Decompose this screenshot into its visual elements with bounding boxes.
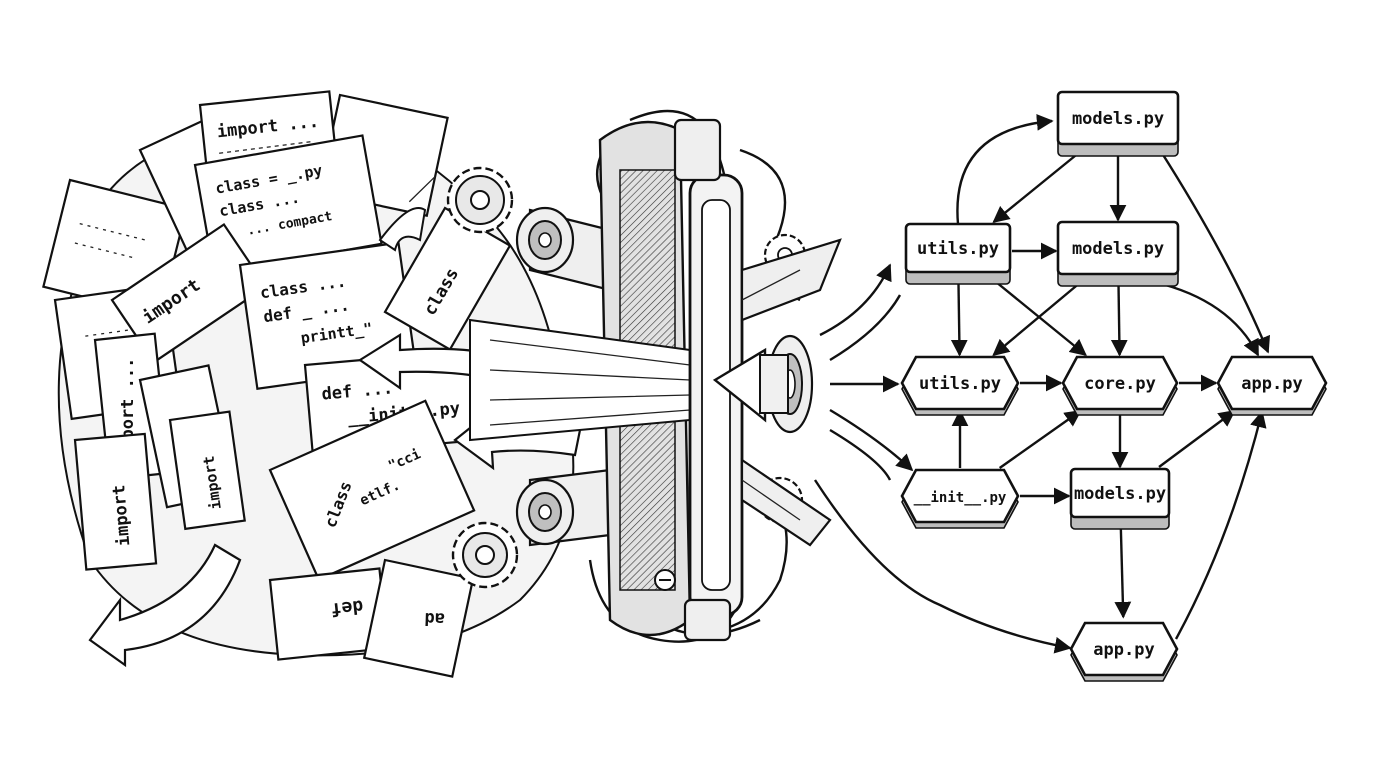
paper-snippet-19-text: def [330,595,365,619]
press-fin [740,457,832,547]
graph-node-label: core.py [1084,374,1156,394]
graph-node-label: models.py [1074,484,1166,504]
graph-node-init: __init__.py [900,468,1020,529]
graph-edge-utils_a-to-utils_b [950,279,968,357]
graph-node-utils-a: utils.py [904,222,1012,285]
curl-arrow [88,543,242,668]
dependency-graph-nodes: models.py utils.py models.py utils.py core.p… [900,90,1328,682]
gear-icon [451,521,519,589]
graph-node-models-top: models.py [1056,90,1180,157]
paper-snippet-16: class etlf. "cci [268,399,476,582]
graph-node-utils-b: utils.py [900,355,1020,416]
graph-node-label: app.py [1241,374,1302,394]
graph-node-models-mid: models.py [1056,220,1180,287]
graph-node-label: utils.py [917,239,999,259]
graph-node-core: core.py [1061,355,1179,416]
roller-top [515,206,612,292]
graph-node-label: app.py [1093,640,1154,660]
paper-snippet-15: import [168,410,246,531]
curl-arrow [378,207,427,252]
graph-edge-models_top-to-utils_a [992,151,1081,224]
graph-node-label: models.py [1072,109,1164,129]
paper-snippet-5: import [110,222,268,364]
graph-edge-models_low-to-app_right [1158,409,1236,468]
press-top-cap [673,118,722,182]
graph-node-label: __init__.py [914,490,1007,506]
gear-icon [446,166,514,234]
paper-snippet-2: class = _.py class ... ... compact [193,134,383,275]
graph-edge-utils_a-to-models_top [956,113,1054,225]
graph-edge-models_top-to-app_right [1158,149,1270,354]
graph-node-label: utils.py [919,374,1001,394]
graph-edge-init-to-core [998,410,1082,469]
press-bottom-cap [683,598,732,642]
press-fin [740,238,842,322]
graph-edge-models_low-to-app_bottom [1114,524,1132,619]
graph-edge-models_mid-to-utils_b [992,281,1082,357]
output-nozzle [712,334,814,434]
paper-snippet-19: def [268,567,389,661]
graph-node-app-right: app.py [1216,355,1328,416]
processing-machine [446,109,842,643]
graph-node-models-low: models.py [1069,467,1171,530]
roller-bottom [515,468,612,547]
graph-node-label: models.py [1072,239,1164,259]
graph-node-app-bottom: app.py [1069,621,1179,682]
output-stream-lines [813,263,1072,654]
paper-snippet-20: ad [362,558,475,678]
paper-snippet-13: import [73,432,158,571]
graph-edge-app_bottom-to-app_right [1174,410,1267,640]
paper-snippet-20-text: ad [424,608,445,629]
graph-edge-models_mid-to-core [1110,281,1128,357]
